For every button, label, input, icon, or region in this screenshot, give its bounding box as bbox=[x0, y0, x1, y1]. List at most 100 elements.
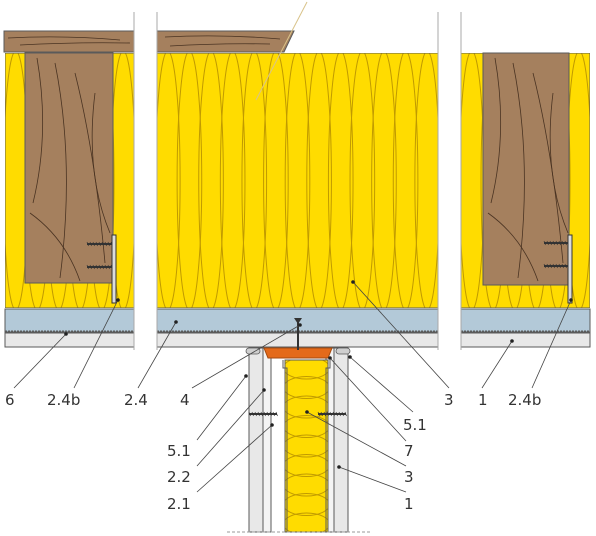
insulation-fibre bbox=[414, 53, 438, 308]
screw-thread bbox=[89, 264, 92, 270]
stud-body bbox=[482, 52, 570, 286]
insulation-fibre bbox=[176, 53, 203, 308]
leader-5-1-right-dot bbox=[348, 355, 352, 359]
screw-thread bbox=[320, 411, 323, 417]
screw-thread bbox=[329, 411, 332, 417]
core-outline bbox=[284, 359, 329, 533]
leader-7-dot bbox=[328, 356, 332, 360]
screw-thread bbox=[95, 241, 98, 247]
screw-thread bbox=[555, 240, 558, 246]
orange-cap-profile bbox=[263, 347, 333, 359]
screw-thread bbox=[323, 411, 326, 417]
screw-icon bbox=[543, 240, 570, 246]
part-labels: 6 2.4b 2.4 4 3 1 2.4b 5.1 7 3 1 5.1 2.2 … bbox=[5, 391, 541, 513]
screw-thread bbox=[104, 264, 107, 270]
leader-1-top-dot bbox=[510, 339, 514, 343]
screw-thread bbox=[561, 263, 564, 269]
screw-thread bbox=[546, 240, 549, 246]
insulation-fibre bbox=[306, 53, 332, 308]
screw-thread bbox=[248, 411, 251, 417]
core-fibre bbox=[285, 512, 328, 532]
screw-thread bbox=[317, 411, 320, 417]
insulation-fibre bbox=[327, 53, 354, 308]
screw-thread bbox=[269, 411, 272, 417]
screw-thread bbox=[543, 263, 546, 269]
staple-icon bbox=[111, 234, 117, 304]
leader-5-1-right bbox=[349, 356, 414, 413]
leader-2-4b-right bbox=[531, 299, 572, 389]
leader-5-1-left bbox=[196, 375, 247, 441]
core-fibre bbox=[285, 493, 328, 516]
leader-3-top bbox=[352, 281, 450, 389]
fasteners bbox=[86, 234, 573, 417]
screw-thread bbox=[107, 264, 110, 270]
screw-thread bbox=[552, 240, 555, 246]
insulation-batt bbox=[157, 53, 438, 308]
leader-2-4b-left bbox=[73, 299, 119, 389]
beam-grain bbox=[7, 36, 121, 41]
label-leader-lines bbox=[13, 280, 573, 493]
insulation-fibre bbox=[241, 53, 268, 308]
core-fibre bbox=[285, 360, 328, 380]
screw-thread bbox=[263, 411, 266, 417]
screw-thread bbox=[552, 263, 555, 269]
label-6: 6 bbox=[5, 391, 15, 409]
stud-grain bbox=[54, 62, 67, 279]
screw-thread bbox=[549, 263, 552, 269]
top-beam-middle bbox=[156, 30, 295, 53]
screw-thread bbox=[92, 241, 95, 247]
right-seal bbox=[335, 347, 351, 355]
leader-1-top bbox=[481, 340, 513, 389]
timber-stud bbox=[24, 52, 114, 284]
plaster-board bbox=[4, 332, 135, 348]
screw-thread bbox=[338, 411, 341, 417]
screw-thread bbox=[101, 241, 104, 247]
core-fibre bbox=[285, 415, 328, 438]
plaster-board bbox=[460, 332, 591, 348]
stud-grain bbox=[32, 57, 44, 204]
screw-thread bbox=[98, 264, 101, 270]
insulation-fibre bbox=[284, 53, 311, 308]
leader-2-2 bbox=[196, 389, 265, 467]
screw-thread bbox=[326, 411, 329, 417]
staple-icon bbox=[567, 234, 573, 304]
label-1-top: 1 bbox=[478, 391, 488, 409]
screw-thread bbox=[546, 263, 549, 269]
core-fibre bbox=[285, 376, 328, 399]
screw-thread bbox=[254, 411, 257, 417]
screw-thread bbox=[107, 241, 110, 247]
vapour-membrane bbox=[460, 308, 591, 333]
leader-7 bbox=[329, 357, 407, 442]
screw-thread bbox=[561, 240, 564, 246]
label-2-1: 2.1 bbox=[167, 495, 191, 513]
stud-grain bbox=[29, 212, 81, 282]
label-5-1-right: 5.1 bbox=[403, 416, 427, 434]
beam-grain bbox=[169, 43, 271, 47]
insulation-fill bbox=[157, 53, 438, 308]
screw-icon bbox=[543, 263, 570, 269]
leader-2-2-dot bbox=[262, 388, 266, 392]
insulation-fibre bbox=[371, 53, 397, 308]
left-seal bbox=[245, 347, 261, 355]
leader-2-4b-right-dot bbox=[569, 298, 573, 302]
leader-2-4 bbox=[137, 321, 177, 389]
label-3-bottom: 3 bbox=[404, 468, 414, 486]
leader-1-bottom-dot bbox=[337, 465, 341, 469]
cut-line bbox=[255, 1, 308, 101]
leader-3-bottom bbox=[306, 411, 407, 467]
screw-thread bbox=[332, 411, 335, 417]
insulation-fibre bbox=[219, 53, 246, 308]
beam-grain bbox=[19, 42, 131, 46]
gap-fill bbox=[134, 0, 157, 350]
core-channel bbox=[282, 360, 331, 532]
label-4: 4 bbox=[180, 391, 190, 409]
screw-thread bbox=[549, 240, 552, 246]
screw-thread bbox=[344, 411, 347, 417]
leader-3-bottom-dot bbox=[305, 410, 309, 414]
screw-thread bbox=[92, 264, 95, 270]
core-fibre bbox=[285, 454, 328, 477]
left-lining bbox=[262, 347, 272, 533]
screw-thread bbox=[86, 264, 89, 270]
insulation-fibre bbox=[349, 53, 376, 308]
